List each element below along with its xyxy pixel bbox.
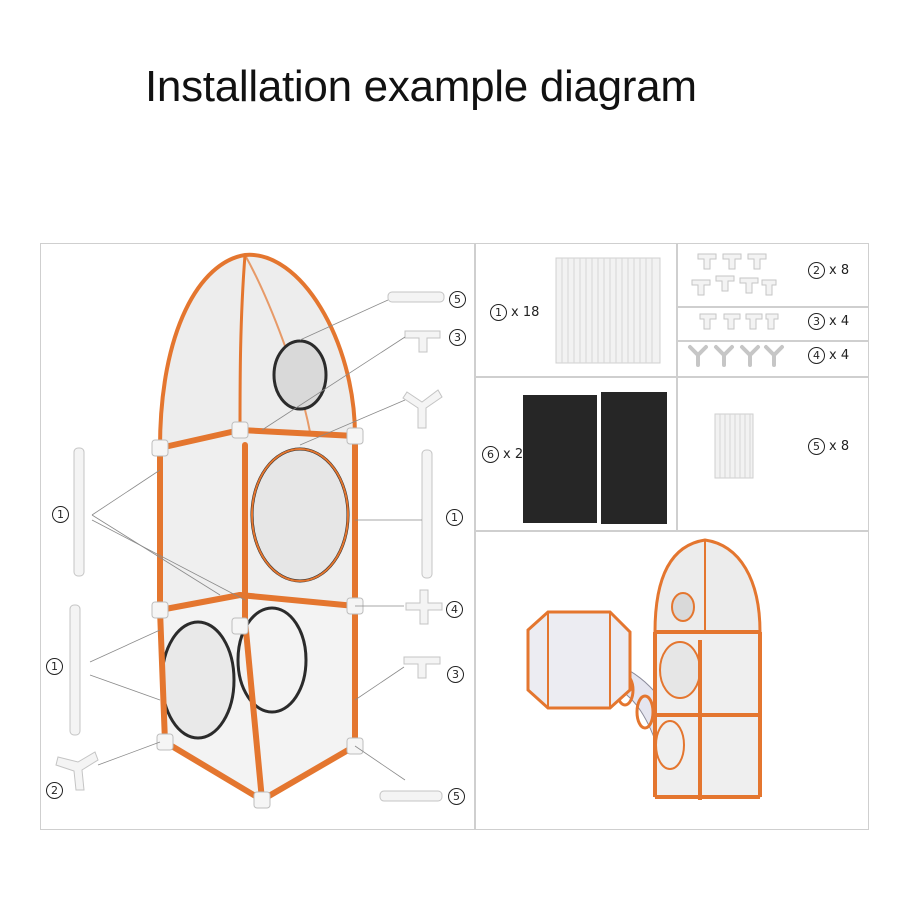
lower-porthole-inner: [236, 606, 308, 714]
part-quantity: x 8: [829, 263, 850, 278]
parts-panel-short-pipes: [677, 377, 869, 531]
part-label-elbow: 3 x 4: [808, 313, 849, 330]
callout-number: 1: [446, 509, 463, 526]
part-quantity: x 4: [829, 348, 850, 363]
black-mats: [523, 392, 667, 524]
part-number: 4: [808, 347, 825, 364]
part-quantity: x 2: [503, 447, 524, 462]
part-label-cross: 4 x 4: [808, 347, 849, 364]
cross-connectors-group: [688, 345, 784, 367]
short-pipes-bundle: [714, 413, 754, 479]
callout-one-lower-left: 1: [46, 658, 63, 675]
callout-three-lower: 3: [447, 666, 464, 683]
callout-number: 3: [449, 329, 466, 346]
example-tower-with-tunnel: [526, 538, 762, 800]
part-number: 2: [808, 262, 825, 279]
callout-number: 5: [448, 788, 465, 805]
hex-tent: [526, 610, 632, 710]
callout-number: 4: [446, 601, 463, 618]
callout-three-top: 3: [449, 329, 466, 346]
callout-one-left: 1: [52, 506, 69, 523]
loose-parts-right: [379, 291, 445, 802]
part-label-long-pipe: 1 x 18: [490, 304, 539, 321]
callout-two: 2: [46, 782, 63, 799]
diagram-title: Installation example diagram: [145, 62, 697, 111]
part-label-short-pipe: 5 x 8: [808, 438, 849, 455]
leader-lines: [89, 299, 422, 781]
part-quantity: x 18: [511, 305, 540, 320]
lower-porthole-left: [160, 620, 236, 740]
roof-porthole: [272, 339, 328, 411]
long-pipes-bundle: [555, 257, 661, 364]
callout-five-bottom: 5: [448, 788, 465, 805]
part-number: 3: [808, 313, 825, 330]
part-label-mat: 6 x 2: [482, 446, 523, 463]
callout-five-top: 5: [449, 291, 466, 308]
callout-four: 4: [446, 601, 463, 618]
cat-tower-illustration: [151, 252, 364, 809]
callout-number: 3: [447, 666, 464, 683]
part-quantity: x 8: [829, 439, 850, 454]
roof-tent: [157, 252, 358, 451]
callout-number: 1: [52, 506, 69, 523]
part-number: 5: [808, 438, 825, 455]
callout-number: 5: [449, 291, 466, 308]
callout-number: 2: [46, 782, 63, 799]
part-quantity: x 4: [829, 314, 850, 329]
part-number: 6: [482, 446, 499, 463]
callout-one-right: 1: [446, 509, 463, 526]
loose-parts-left: [55, 447, 99, 791]
part-label-tee: 2 x 8: [808, 262, 849, 279]
elbow-connectors-group: [699, 313, 779, 330]
callout-number: 1: [46, 658, 63, 675]
tee-connectors-group: [691, 253, 777, 296]
part-number: 1: [490, 304, 507, 321]
